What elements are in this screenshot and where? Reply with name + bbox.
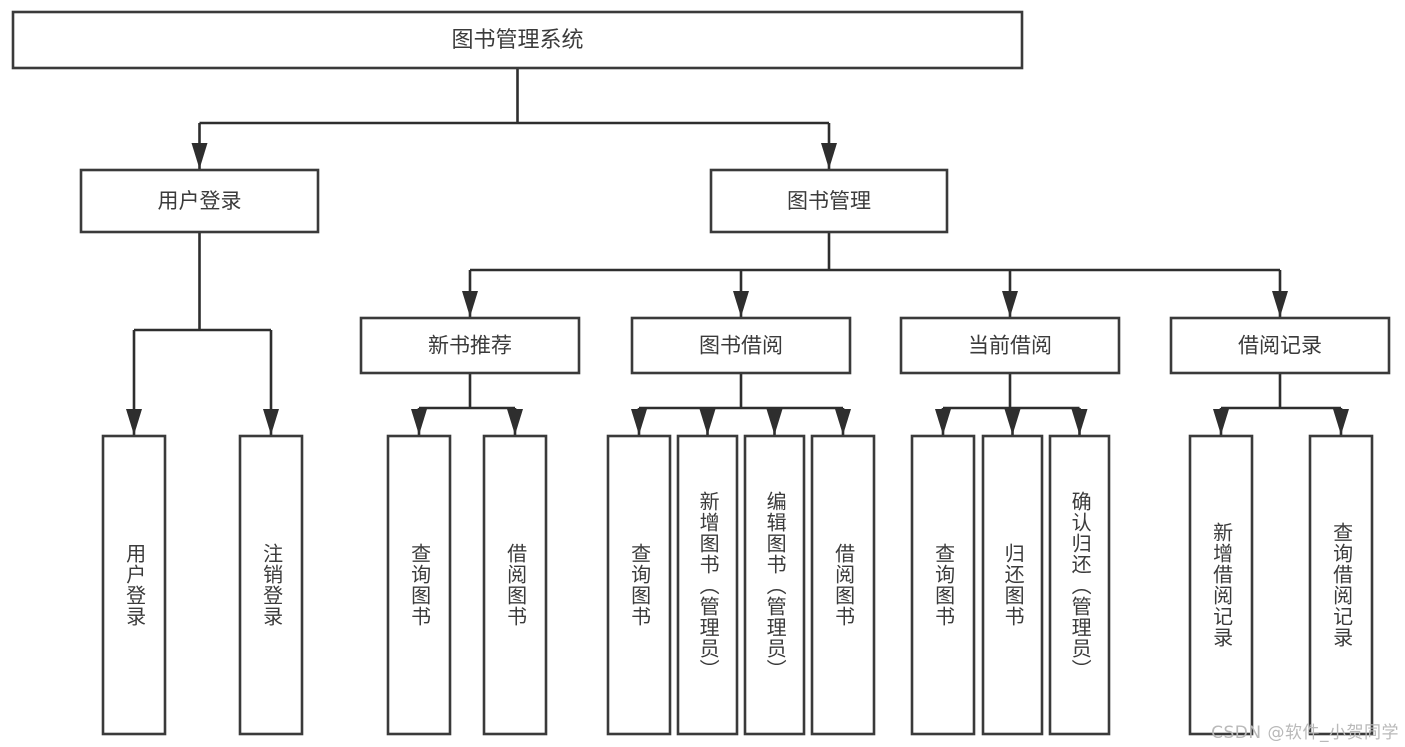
leaf-leaf-query-record-box[interactable] <box>1308 434 1374 736</box>
leaf-leaf-add-book-box[interactable] <box>676 434 739 736</box>
leaf-leaf-add-record-box[interactable] <box>1188 434 1254 736</box>
leaf-leaf-edit-book-box[interactable] <box>743 434 806 736</box>
leaf-leaf-return-book-box[interactable] <box>981 434 1044 736</box>
connectors-layer <box>126 68 1349 435</box>
leafbus-user-login-arrow-1 <box>263 409 279 435</box>
node-current-borrow-label: 当前借阅 <box>968 334 1052 358</box>
leaf-leaf-borrow-book-2-box[interactable] <box>810 434 876 736</box>
node-book-manage-label: 图书管理 <box>787 189 871 213</box>
node-book-borrow-box[interactable] <box>630 316 852 375</box>
node-root-box[interactable] <box>11 10 1024 70</box>
node-user-login-label: 用户登录 <box>158 189 242 213</box>
leaf-leaf-user-logout-box[interactable] <box>238 434 304 736</box>
leafbus-new-book-rec-arrow-0 <box>411 409 427 435</box>
leaf-leaf-query-book-2-box[interactable] <box>606 434 672 736</box>
node-user-login-box[interactable] <box>79 168 320 234</box>
book-manage-arrow-3 <box>1272 291 1288 317</box>
node-borrow-record-label: 借阅记录 <box>1238 334 1322 358</box>
book-manage-arrow-2 <box>1002 291 1018 317</box>
node-root-label: 图书管理系统 <box>451 28 583 53</box>
leaf-leaf-borrow-book-1-box[interactable] <box>482 434 548 736</box>
leafbus-book-borrow-arrow-1 <box>699 409 716 435</box>
leafbus-new-book-rec-arrow-1 <box>507 409 523 435</box>
node-book-borrow-label: 图书借阅 <box>699 334 783 358</box>
leafbus-book-borrow-arrow-0 <box>631 409 647 435</box>
leafbus-current-borrow-arrow-1 <box>1004 409 1021 435</box>
root-arrow-0 <box>191 143 208 169</box>
leafbus-book-borrow-arrow-3 <box>835 409 851 435</box>
leaf-leaf-query-book-1-box[interactable] <box>386 434 452 736</box>
leafbus-current-borrow-arrow-2 <box>1071 409 1088 435</box>
boxes-layer <box>11 10 1391 736</box>
leafbus-borrow-record-arrow-1 <box>1333 409 1349 435</box>
node-current-borrow-box[interactable] <box>899 316 1121 375</box>
node-new-book-rec-box[interactable] <box>359 316 581 375</box>
leaf-leaf-user-login-box[interactable] <box>101 434 167 736</box>
book-manage-arrow-1 <box>733 291 749 317</box>
leaf-leaf-confirm-return-box[interactable] <box>1048 434 1111 736</box>
root-arrow-1 <box>821 143 837 169</box>
watermark-text: CSDN @软件_小贺同学 <box>1211 723 1399 743</box>
leafbus-current-borrow-arrow-0 <box>935 409 951 435</box>
leafbus-borrow-record-arrow-0 <box>1213 409 1229 435</box>
leafbus-book-borrow-arrow-2 <box>766 409 783 435</box>
node-borrow-record-box[interactable] <box>1169 316 1391 375</box>
leaf-leaf-query-book-3-box[interactable] <box>910 434 976 736</box>
leafbus-user-login-arrow-0 <box>126 409 142 435</box>
book-manage-arrow-0 <box>462 291 478 317</box>
node-book-manage-box[interactable] <box>709 168 949 234</box>
node-new-book-rec-label: 新书推荐 <box>428 334 512 358</box>
